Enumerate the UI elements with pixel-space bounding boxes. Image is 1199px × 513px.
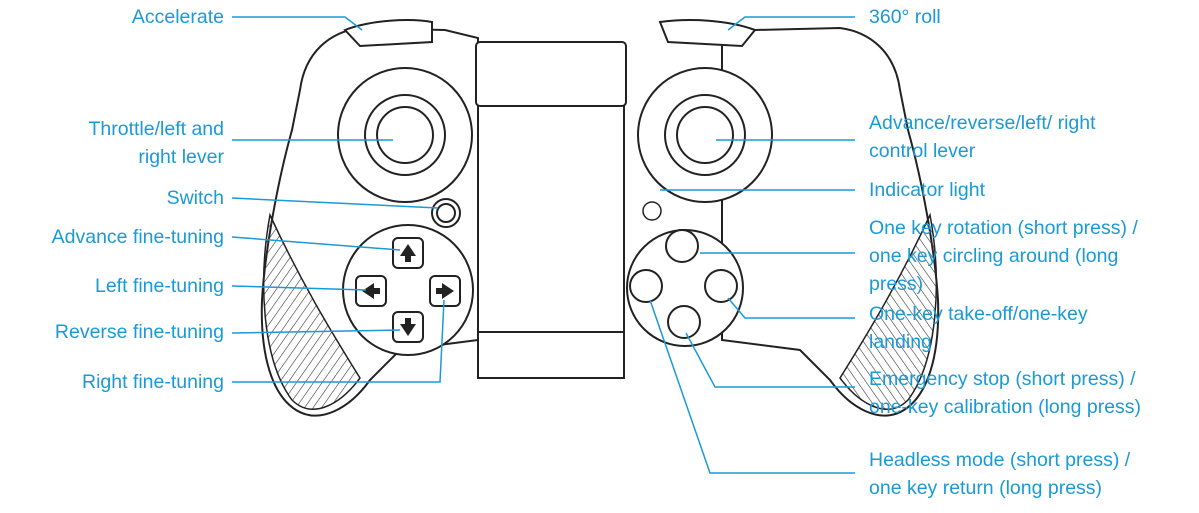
power-switch[interactable] — [431, 198, 461, 228]
label-advance-fine-tuning: Advance fine-tuning — [51, 226, 224, 248]
emergency-stop-button[interactable] — [667, 305, 701, 339]
right-control-stick[interactable] — [637, 67, 773, 203]
label-switch: Switch — [166, 187, 224, 209]
rotation-button[interactable] — [665, 229, 699, 263]
face-buttons[interactable] — [626, 229, 744, 347]
label-360-roll: 360° roll — [869, 6, 941, 28]
label-accelerate: Accelerate — [131, 6, 224, 28]
headless-mode-button[interactable] — [629, 269, 663, 303]
label-indicator-light: Indicator light — [869, 179, 985, 201]
left-control-stick[interactable] — [337, 67, 473, 203]
label-rotation: One key rotation (short press) /one key … — [869, 217, 1138, 295]
dpad-arrow-icons — [362, 244, 454, 336]
label-reverse-fine-tuning: Reverse fine-tuning — [54, 321, 224, 343]
indicator-light — [642, 201, 662, 221]
controller-body — [260, 19, 940, 417]
label-emergency-stop: Emergency stop (short press) /one-key ca… — [869, 368, 1142, 418]
label-headless-mode: Headless mode (short press) /one key ret… — [869, 449, 1131, 499]
label-left-fine-tuning: Left fine-tuning — [94, 275, 224, 297]
takeoff-landing-button[interactable] — [704, 269, 738, 303]
label-right-fine-tuning: Right fine-tuning — [81, 371, 224, 393]
leader-lines — [231, 16, 855, 474]
